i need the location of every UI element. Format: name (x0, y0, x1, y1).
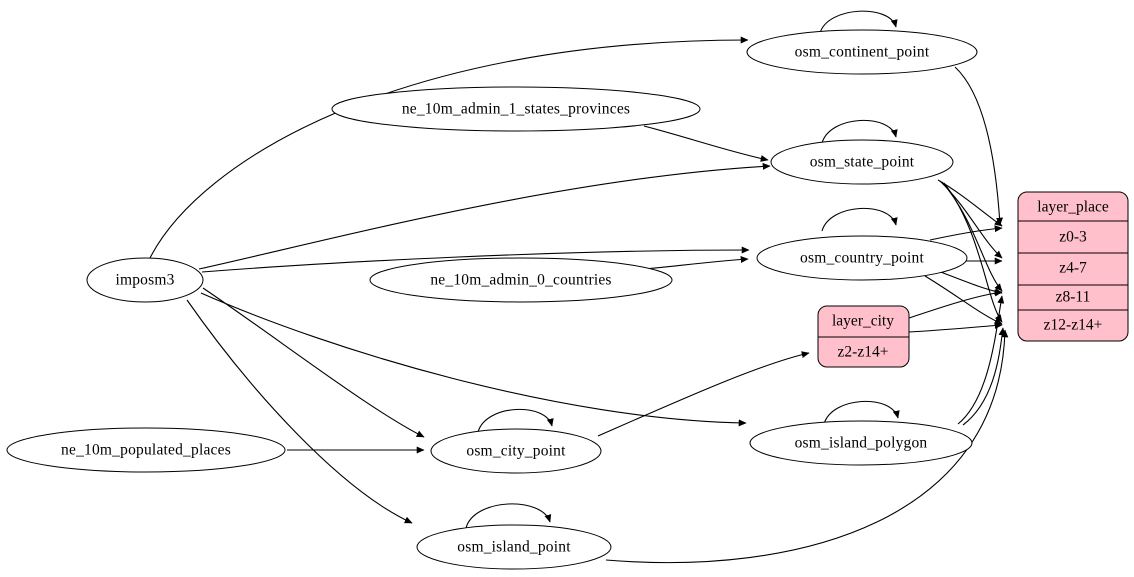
edge-osm-island-point-self-loop (465, 503, 552, 529)
node-osm-country-point[interactable]: osm_country_point (756, 235, 968, 281)
edge-imposm3-to-osm-island-point (186, 299, 413, 524)
node-ne-10m-populated-places[interactable]: ne_10m_populated_places (6, 427, 286, 473)
edge-osm-island-point-to-layer-place-z12-z14 (605, 329, 1009, 564)
layer-place-row-z12-z14[interactable]: z12-z14+ (1044, 317, 1103, 334)
edge-osm-island-polygon-to-layer-place-z12-z14 (962, 327, 1006, 426)
edge-ne-admin0-to-osm-country-point (644, 256, 749, 270)
node-ne-10m-admin-0-countries[interactable]: ne_10m_admin_0_countries (369, 257, 673, 303)
edge-osm-country-point-self-loop (821, 207, 898, 232)
node-ne-10m-populated-places-label: ne_10m_populated_places (61, 442, 231, 459)
node-osm-city-point[interactable]: osm_city_point (430, 428, 602, 474)
node-ne-10m-admin-1-states-provinces[interactable]: ne_10m_admin_1_states_provinces (331, 86, 701, 132)
layer-city-row-z2-z14[interactable]: z2-z14+ (838, 344, 889, 361)
layer-city-title: layer_city (832, 313, 894, 330)
edge-osm-state-point-to-layer-place-z12-z14 (943, 182, 1003, 323)
node-osm-continent-point[interactable]: osm_continent_point (746, 29, 978, 75)
edge-imposm3-to-osm-continent-point (149, 36, 749, 259)
node-osm-island-polygon-label: osm_island_polygon (795, 435, 928, 452)
node-osm-country-point-label: osm_country_point (800, 250, 924, 267)
edge-ne-admin1-to-osm-state-point (643, 125, 769, 162)
edge-layer (149, 10, 1009, 564)
node-layer: imposm3 ne_10m_admin_1_states_provinces … (6, 29, 1129, 570)
edge-imposm3-to-osm-city-point (202, 287, 425, 438)
edge-osm-state-point-self-loop (821, 119, 898, 144)
edge-osm-country-point-to-layer-place-z12-z14 (924, 275, 1003, 325)
node-osm-island-polygon[interactable]: osm_island_polygon (749, 420, 973, 466)
layer-place-row-z0-3[interactable]: z0-3 (1059, 229, 1087, 246)
edge-osm-island-polygon-self-loop (823, 400, 900, 425)
node-ne-10m-admin-0-countries-label: ne_10m_admin_0_countries (430, 272, 611, 289)
node-ne-10m-admin-1-states-provinces-label: ne_10m_admin_1_states_provinces (402, 101, 630, 118)
node-imposm3-label: imposm3 (115, 272, 174, 289)
node-osm-state-point[interactable]: osm_state_point (770, 139, 954, 185)
edge-osm-city-point-to-layer-city-z2-z14 (597, 351, 810, 437)
node-osm-island-point[interactable]: osm_island_point (416, 524, 612, 570)
edge-layer-city-to-layer-place-z8-11 (908, 289, 1003, 319)
edge-osm-continent-point-to-layer-place-z0-3 (954, 66, 1004, 226)
node-osm-state-point-label: osm_state_point (810, 154, 915, 171)
edge-imposm3-to-osm-island-polygon (200, 292, 747, 427)
layer-place-row-z8-11[interactable]: z8-11 (1056, 289, 1091, 306)
layer-place-title: layer_place (1037, 199, 1109, 216)
edge-osm-country-point-to-layer-place-z8-11 (937, 270, 1003, 295)
node-layer-place[interactable]: layer_place z0-3 z4-7 z8-11 z12-z14+ (1017, 191, 1129, 342)
node-layer-city[interactable]: layer_city z2-z14+ (817, 305, 910, 368)
node-osm-city-point-label: osm_city_point (466, 443, 566, 460)
layer-place-row-z4-7[interactable]: z4-7 (1059, 260, 1087, 277)
edge-imposm3-to-osm-country-point (201, 246, 750, 273)
edge-osm-country-point-to-layer-place-z0-3 (929, 225, 1003, 241)
edge-osm-island-polygon-to-layer-place-z8-11 (957, 295, 1005, 425)
edge-osm-continent-point-self-loop (819, 10, 898, 34)
node-imposm3[interactable]: imposm3 (86, 257, 204, 303)
node-osm-island-point-label: osm_island_point (457, 539, 571, 556)
edge-layer-city-to-layer-place-z12-z14 (908, 322, 1003, 333)
edge-imposm3-to-osm-state-point (198, 162, 771, 270)
node-osm-continent-point-label: osm_continent_point (795, 44, 930, 61)
edge-osm-city-point-self-loop (477, 408, 554, 433)
